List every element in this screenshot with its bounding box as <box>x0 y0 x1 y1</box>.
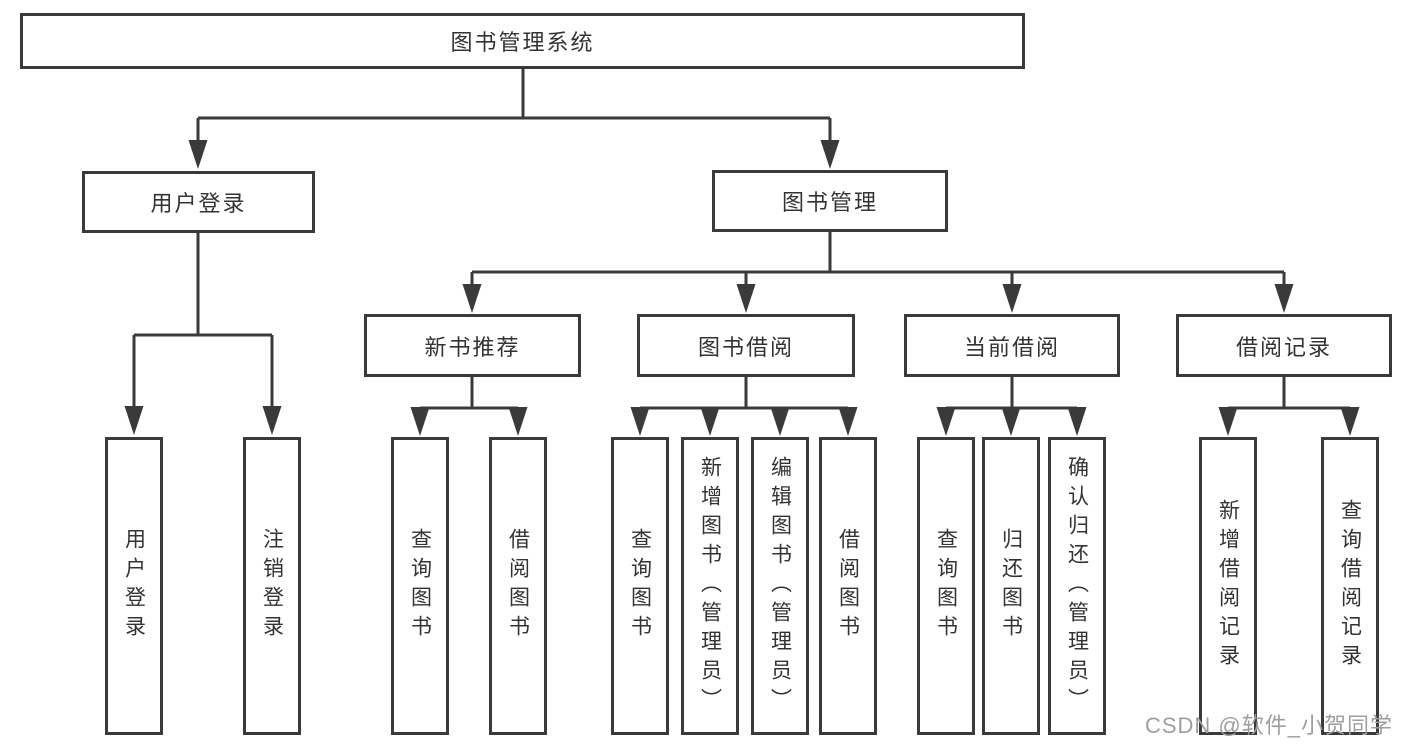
leaf-cb-return-book: 归还图书 <box>982 437 1040 735</box>
leaf-bb-query-book-label: 查询图书 <box>628 528 652 644</box>
node-book-management-label: 图书管理 <box>781 190 878 215</box>
node-book-management: 图书管理 <box>712 170 948 232</box>
node-book-borrowing-label: 图书借阅 <box>697 334 794 360</box>
leaf-logout-label: 注销登录 <box>260 528 284 644</box>
leaf-bb-edit-book-admin-label: 编辑图书（管理员） <box>768 455 792 717</box>
leaf-cb-confirm-return-admin-label: 确认归还（管理员） <box>1065 455 1089 717</box>
node-root-label: 图书管理系统 <box>450 30 595 55</box>
leaf-bb-add-book-admin-label: 新增图书（管理员） <box>698 455 722 717</box>
leaf-br-add-record-label: 新增借阅记录 <box>1216 499 1240 673</box>
leaf-cb-query-book: 查询图书 <box>917 437 975 735</box>
leaf-bb-edit-book-admin: 编辑图书（管理员） <box>751 437 809 735</box>
node-user-login-branch-label: 用户登录 <box>150 191 247 216</box>
leaf-br-add-record: 新增借阅记录 <box>1199 437 1257 735</box>
node-new-book-recommendation: 新书推荐 <box>364 314 581 377</box>
leaf-bb-borrow-book: 借阅图书 <box>819 437 877 735</box>
node-user-login-branch: 用户登录 <box>82 171 315 233</box>
node-borrowing-records: 借阅记录 <box>1176 314 1392 377</box>
leaf-bb-add-book-admin: 新增图书（管理员） <box>681 437 739 735</box>
watermark-text: CSDN @软件_小贺同学 <box>1144 713 1393 738</box>
node-borrowing-records-label: 借阅记录 <box>1235 334 1332 360</box>
leaf-bb-query-book: 查询图书 <box>611 437 669 735</box>
leaf-nbr-borrow-book-label: 借阅图书 <box>506 528 530 644</box>
leaf-cb-confirm-return-admin: 确认归还（管理员） <box>1048 437 1106 735</box>
leaf-bb-borrow-book-label: 借阅图书 <box>836 528 860 644</box>
leaf-nbr-borrow-book: 借阅图书 <box>489 437 547 735</box>
leaf-cb-return-book-label: 归还图书 <box>999 528 1023 644</box>
node-new-book-recommendation-label: 新书推荐 <box>424 334 521 360</box>
node-book-borrowing: 图书借阅 <box>637 314 855 377</box>
leaf-user-login-label: 用户登录 <box>122 528 146 644</box>
node-root: 图书管理系统 <box>20 13 1025 69</box>
leaf-cb-query-book-label: 查询图书 <box>934 528 958 644</box>
leaf-nbr-query-book-label: 查询图书 <box>408 528 432 644</box>
leaf-nbr-query-book: 查询图书 <box>391 437 449 735</box>
node-current-borrowing: 当前借阅 <box>904 314 1120 377</box>
leaf-user-login: 用户登录 <box>105 437 163 735</box>
leaf-logout: 注销登录 <box>243 437 301 735</box>
node-current-borrowing-label: 当前借阅 <box>963 334 1060 360</box>
leaf-br-query-record-label: 查询借阅记录 <box>1338 499 1362 673</box>
leaf-br-query-record: 查询借阅记录 <box>1321 437 1379 735</box>
